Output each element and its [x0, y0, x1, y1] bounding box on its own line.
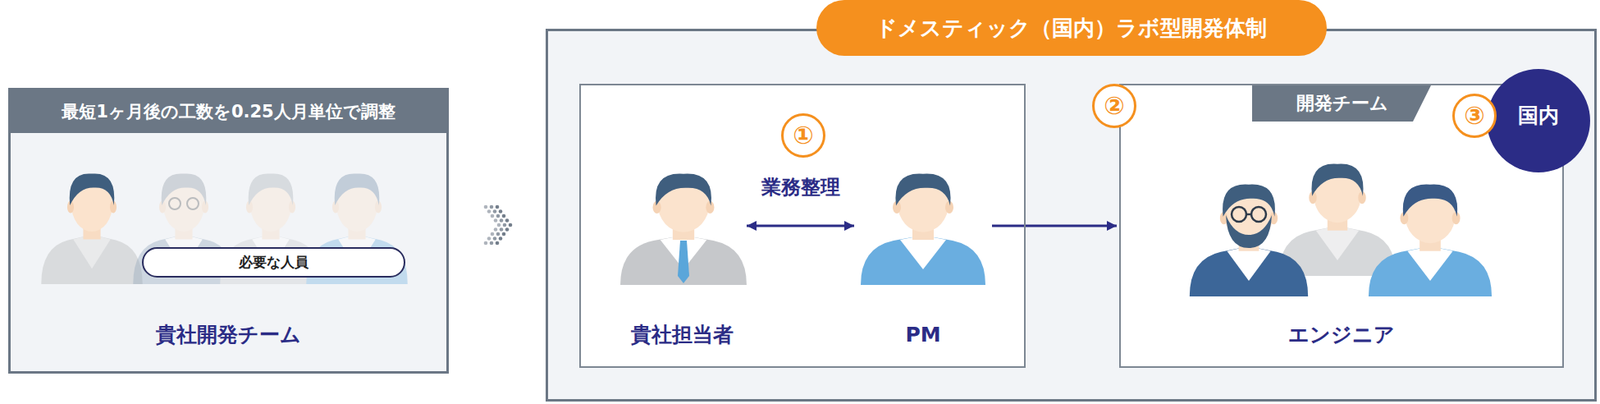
team-name: 貴社開発チーム: [10, 320, 447, 350]
person-node: エンジニア: [1254, 315, 1429, 354]
person-node: 貴社担当者: [619, 164, 745, 353]
member-pill: 必要な人員: [141, 246, 406, 278]
badge-text: 国内: [1486, 68, 1591, 163]
callout-number: ③: [1452, 93, 1497, 138]
bar-heading: 最短1ヶ月後の工数を0.25人月単位で調整: [10, 90, 447, 133]
team-panel: 最短1ヶ月後の工数を0.25人月単位で調整貴社開発チーム 必要な人員: [8, 87, 449, 374]
box-fill: [579, 83, 1026, 368]
callout-number: ②: [1092, 83, 1137, 128]
double-arrow: [746, 225, 855, 227]
role-name: PM: [856, 320, 990, 350]
pill-text: 必要な人員: [143, 248, 404, 276]
dev-team-box: 開発チーム国内エンジニア: [1119, 83, 1564, 368]
box-fill: [545, 28, 1597, 402]
tab-heading: 開発チーム: [1252, 85, 1431, 122]
person-node: PM: [856, 164, 990, 353]
box-fill: [8, 87, 449, 374]
system-frame: ドメスティック（国内）ラボ型開発体制貴社担当者PM開発チーム国内エンジニア: [545, 28, 1597, 402]
title-pill: ドメスティック（国内）ラボ型開発体制: [816, 0, 1327, 56]
role-name: エンジニア: [1254, 315, 1429, 354]
callout-number: ①: [781, 113, 826, 158]
flow-chevron: [484, 205, 513, 246]
role-name: 貴社担当者: [619, 320, 745, 350]
flow-arrow: [992, 225, 1117, 227]
region-badge: 国内: [1486, 68, 1591, 173]
edge-label: 業務整理: [761, 173, 841, 201]
